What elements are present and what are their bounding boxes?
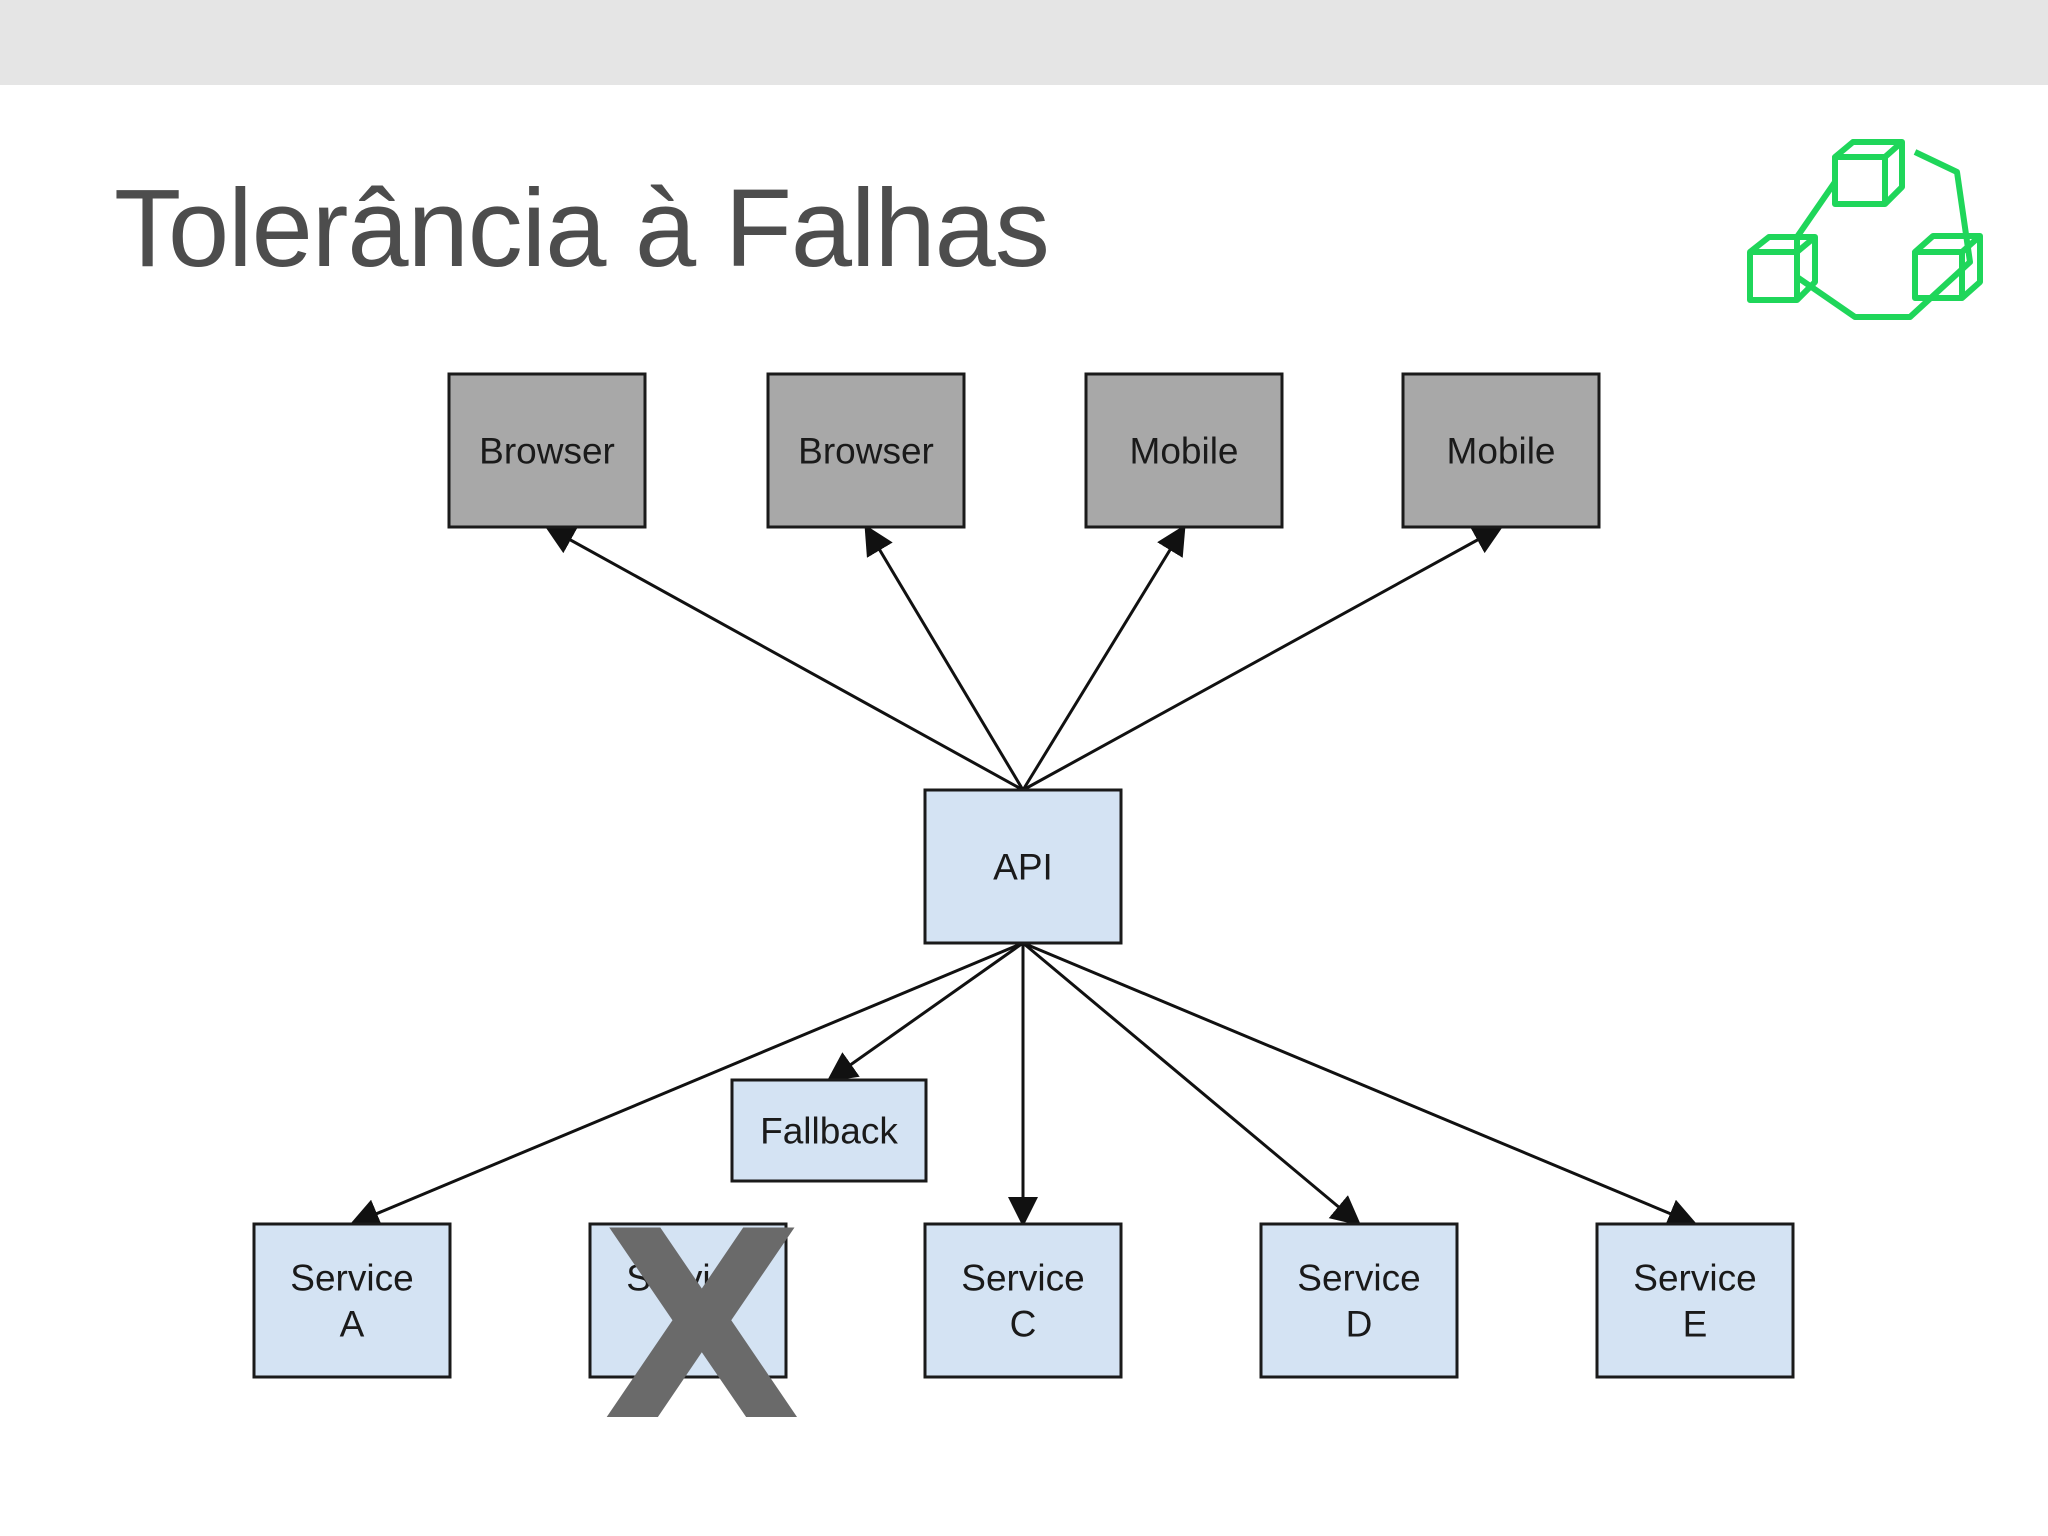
node-label: Fallback: [760, 1111, 898, 1152]
node-box: [1401, 372, 1601, 529]
edge-api-to-service-e: [1022, 941, 1698, 1228]
node-fallback: Fallback: [730, 1078, 928, 1183]
node-label: D: [1346, 1304, 1373, 1345]
node-label: Service: [290, 1258, 413, 1299]
node-label: Browser: [798, 431, 934, 472]
node-api: API: [923, 788, 1123, 945]
node-box: [252, 1222, 452, 1379]
node-box: [1595, 1222, 1795, 1379]
edge-api-to-service-d: [1022, 941, 1362, 1226]
edge-api-to-mobile-2: [1022, 525, 1504, 792]
node-label: Service: [1633, 1258, 1756, 1299]
node-label: Mobile: [1447, 431, 1556, 472]
connected-cubes-icon: [1747, 139, 1983, 320]
edge-api-to-browser-2: [864, 524, 1025, 791]
node-label: Service: [626, 1258, 749, 1299]
node-box: [588, 1222, 788, 1379]
node-box: [923, 788, 1123, 945]
marks-layer: X: [602, 1177, 802, 1479]
slide-title: Tolerância à Falhas: [114, 167, 1050, 290]
node-label: Service: [961, 1258, 1084, 1299]
node-label: Browser: [479, 431, 615, 472]
node-mobile-2: Mobile: [1401, 372, 1601, 529]
edge-api-to-browser-1: [544, 525, 1024, 792]
edge-api-to-service-a: [349, 941, 1024, 1228]
node-label: Service: [1297, 1258, 1420, 1299]
node-box: [1259, 1222, 1459, 1379]
node-label: Mobile: [1130, 431, 1239, 472]
node-label: A: [340, 1304, 365, 1345]
edge-api-to-mobile-1: [1021, 524, 1186, 791]
node-label: E: [1683, 1304, 1708, 1345]
node-label: C: [1010, 1304, 1037, 1345]
node-label: B: [676, 1304, 701, 1345]
node-box: [447, 372, 647, 529]
node-browser-2: Browser: [766, 372, 966, 529]
node-box: [923, 1222, 1123, 1379]
failed-x-mark: X: [602, 1177, 802, 1479]
node-browser-1: Browser: [447, 372, 647, 529]
top-bar: [0, 0, 2048, 85]
node-box: [1084, 372, 1284, 529]
node-box: [730, 1078, 928, 1183]
node-label: API: [993, 847, 1053, 888]
edges-layer: [349, 524, 1698, 1228]
node-box: [766, 372, 966, 529]
node-mobile-1: Mobile: [1084, 372, 1284, 529]
edge-api-to-fallback: [826, 941, 1024, 1082]
